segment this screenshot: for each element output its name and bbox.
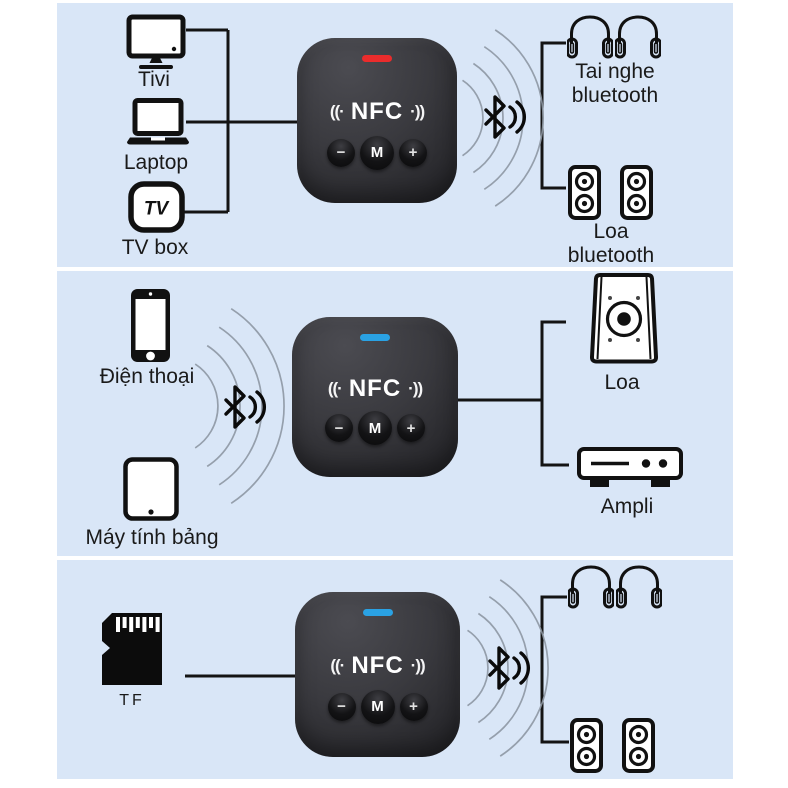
speakers-label: Loa bluetooth [567, 219, 655, 267]
nfc-wave-right-icon: ·)) [410, 102, 425, 122]
minus-button: − [327, 692, 356, 721]
nfc-area: ((· NFC ·)) [297, 98, 457, 126]
mode-button: M [360, 135, 394, 170]
laptop-icon [127, 98, 189, 145]
speaker-icon [620, 165, 653, 220]
bluetooth-icon [488, 646, 531, 690]
nfc-wave-right-icon: ·)) [408, 379, 423, 398]
nfc-wave-right-icon: ·)) [410, 656, 426, 676]
laptop-label: Laptop [123, 150, 189, 174]
big-speaker-label: Loa [604, 370, 640, 394]
nfc-label: NFC [350, 98, 404, 126]
tvbox-icon: TV [128, 181, 185, 233]
nfc-wave-left-icon: ((· [329, 102, 345, 122]
phone-icon [131, 289, 170, 362]
headphones-icon [615, 15, 661, 59]
amplifier-label: Ampli [600, 494, 654, 518]
mode-button: M [360, 689, 395, 724]
led-indicator-red [362, 55, 392, 62]
led-indicator-blue [360, 334, 390, 341]
headphones-icon [568, 565, 614, 609]
nfc-wave-left-icon: ((· [327, 379, 343, 398]
minus-button: − [327, 138, 355, 167]
amplifier-icon [577, 447, 683, 487]
nfc-area: ((· NFC ·)) [292, 375, 458, 403]
speaker-icon [568, 165, 601, 220]
minus-button: − [325, 414, 353, 443]
tv-icon [126, 14, 186, 69]
headphones-icon [616, 565, 662, 609]
headphones-label: Tai nghe bluetooth [571, 59, 659, 107]
headphones-icon [567, 15, 613, 59]
tf-label: TF [119, 691, 145, 709]
tablet-icon [123, 457, 179, 521]
nfc-device-receiver: ((· NFC ·)) − M + [295, 592, 460, 757]
mode-button: M [358, 411, 392, 446]
nfc-wave-left-icon: ((· [330, 656, 345, 676]
tvbox-label: TV box [121, 235, 189, 259]
plus-button: + [397, 414, 425, 443]
nfc-area: ((· NFC ·)) [295, 652, 460, 680]
led-indicator-blue [362, 609, 393, 616]
svg-text:TV: TV [144, 199, 170, 220]
bluetooth-icon [224, 385, 267, 429]
tablet-label: Máy tính bảng [85, 525, 219, 549]
nfc-label: NFC [351, 652, 404, 680]
nfc-label: NFC [348, 375, 402, 402]
plus-button: + [399, 138, 427, 167]
tf-card-icon [102, 613, 162, 685]
phone-label: Điện thoại [99, 364, 195, 388]
big-speaker-icon [590, 273, 658, 364]
tivi-label: Tivi [138, 67, 170, 91]
nfc-device-receiver: ((· NFC ·)) − M + [292, 317, 458, 477]
nfc-device-transmitter: ((· NFC ·)) − M + [297, 38, 457, 203]
plus-button: + [399, 692, 428, 721]
bluetooth-icon [484, 95, 527, 139]
speaker-icon [570, 718, 603, 773]
speaker-icon [622, 718, 655, 773]
